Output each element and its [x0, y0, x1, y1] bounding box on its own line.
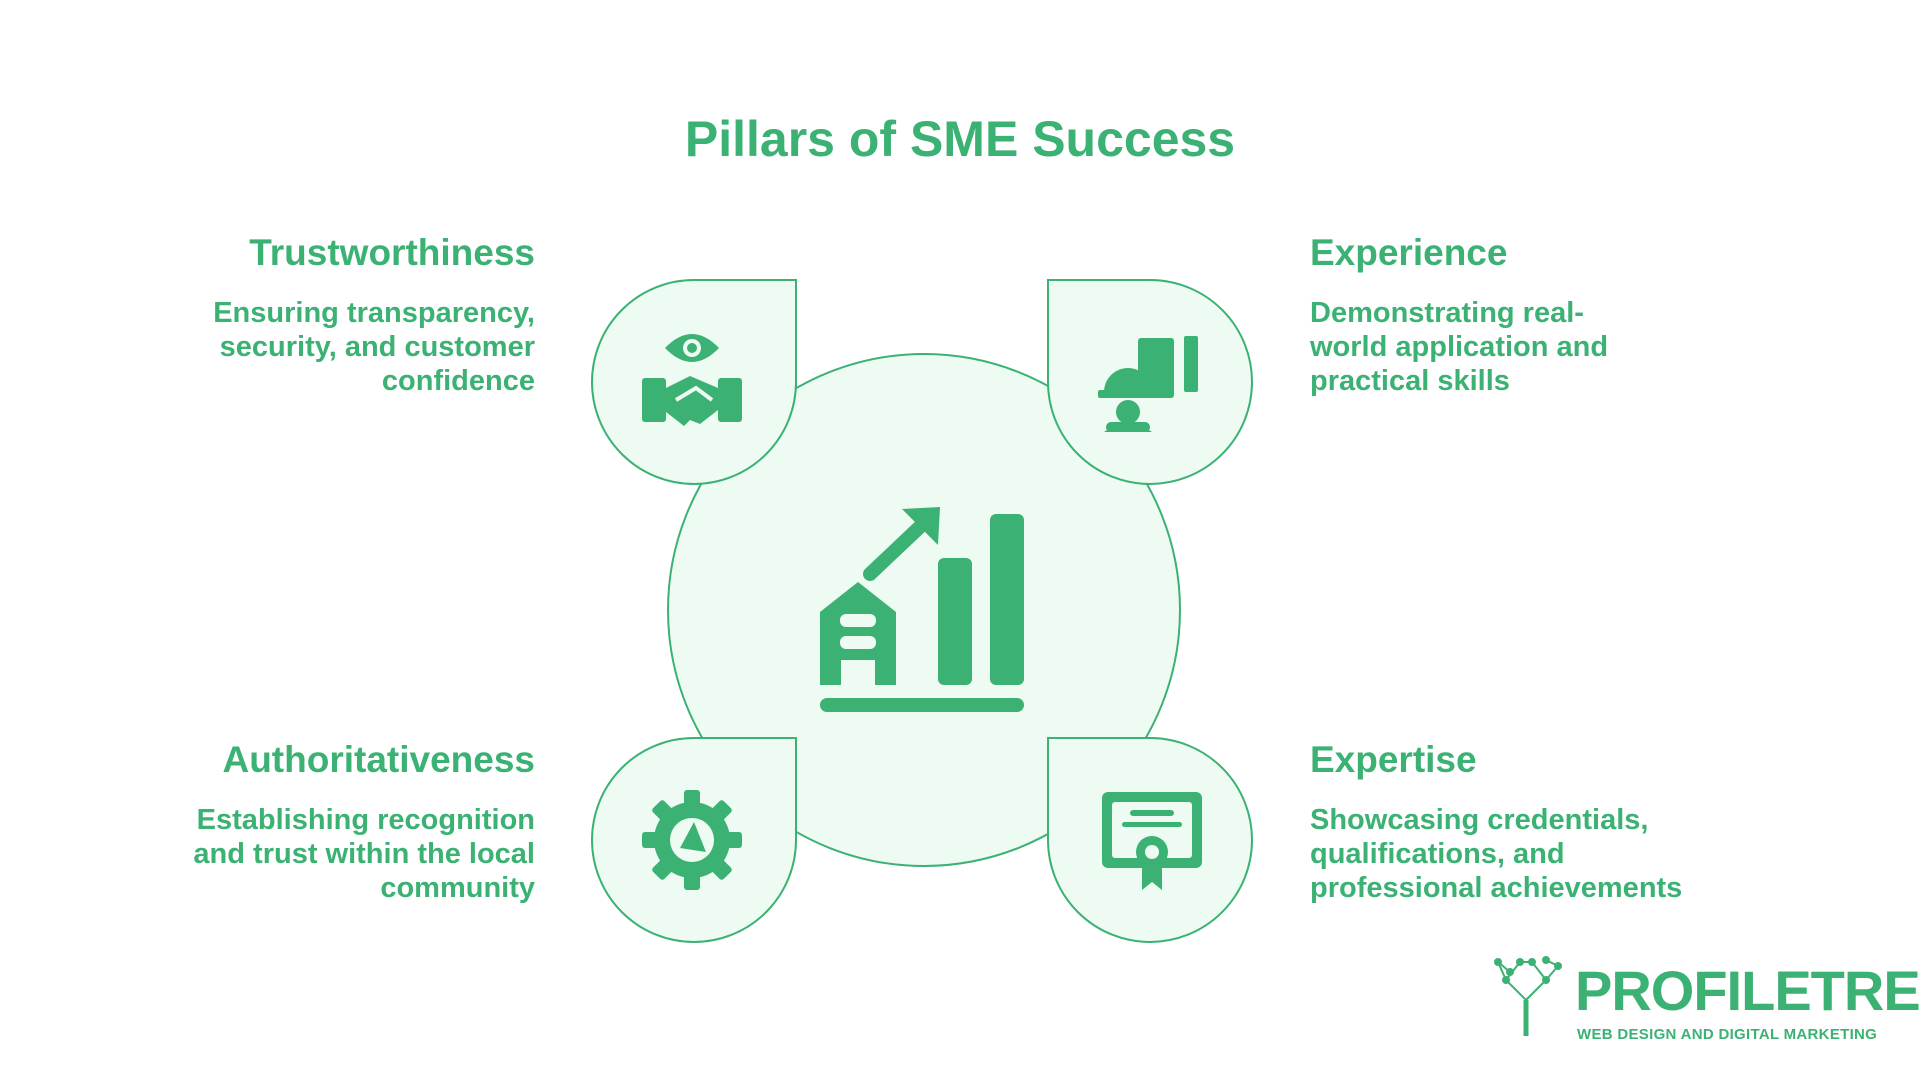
certificate-icon	[1102, 792, 1202, 890]
pillar-description: Demonstrating real-world application and…	[1310, 297, 1609, 397]
pillar-experience: Experience Demonstrating real-world appl…	[1310, 232, 1640, 398]
pillar-title: Trustworthiness	[249, 232, 535, 273]
pillar-title: Expertise	[1310, 739, 1477, 780]
pillar-description: Showcasing credentials, qualifications, …	[1310, 804, 1683, 904]
pillar-description: Establishing recognition and trust withi…	[193, 804, 535, 904]
pillar-expertise: Expertise Showcasing credentials, qualif…	[1310, 739, 1690, 905]
gear-megaphone-icon	[642, 790, 742, 890]
logo-tagline: WEB DESIGN AND DIGITAL MARKETING	[1577, 1026, 1878, 1043]
tree-network-icon	[1494, 956, 1562, 1036]
worker-helmet-icon	[1098, 336, 1198, 432]
pillar-title: Experience	[1310, 232, 1508, 273]
pillar-description: Ensuring transparency, security, and cus…	[213, 297, 535, 397]
eye-handshake-icon	[642, 334, 742, 426]
page-title: Pillars of SME Success	[684, 111, 1236, 167]
pillar-authoritativeness: Authoritativeness Establishing recogniti…	[155, 739, 535, 905]
logo-name: PROFILETREE	[1575, 959, 1920, 1022]
pillar-title: Authoritativeness	[222, 739, 535, 780]
pillar-trustworthiness: Trustworthiness Ensuring transparency, s…	[155, 232, 535, 398]
business-growth-chart-icon	[820, 507, 1024, 712]
